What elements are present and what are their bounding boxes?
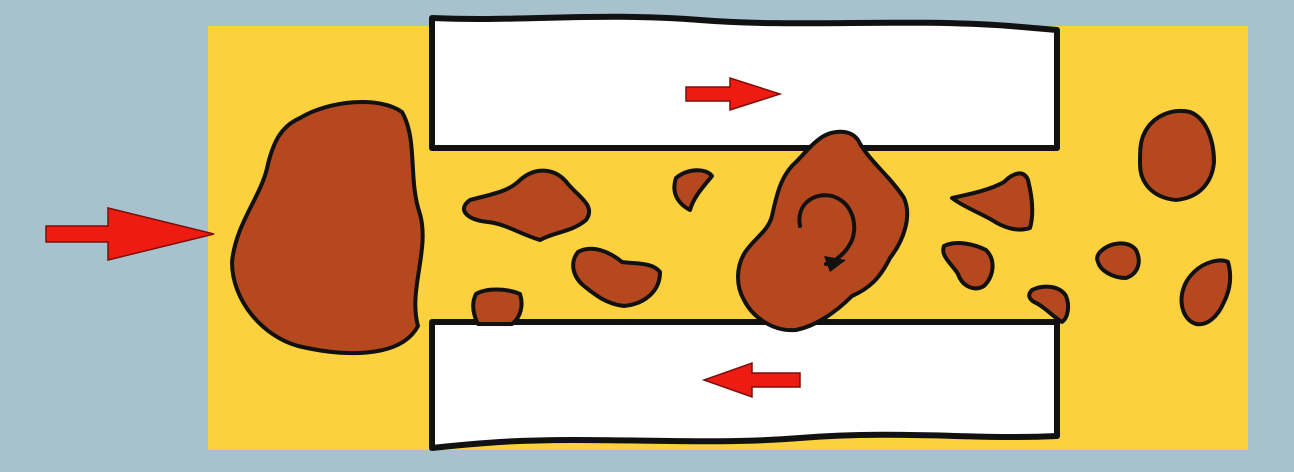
fragment bbox=[473, 290, 521, 325]
fragment bbox=[1140, 111, 1214, 200]
